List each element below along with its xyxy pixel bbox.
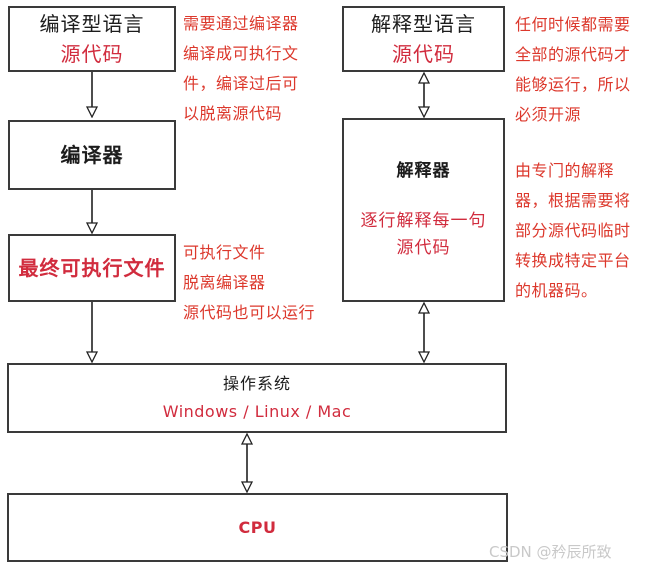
interpreted-language-source-box: 解释型语言 源代码	[342, 6, 505, 72]
box-title: 编译型语言	[39, 12, 145, 36]
compiled-language-source-box: 编译型语言 源代码	[8, 6, 176, 72]
arrow-compiler-to-executable-icon	[85, 190, 99, 234]
compiler-box: 编译器	[8, 120, 176, 190]
box-title: 操作系统	[222, 374, 291, 393]
arrow-interpreted-source-interpreter-double-icon	[417, 72, 431, 118]
box-title: CPU	[238, 517, 277, 537]
interpreted-source-note: 任何时候都需要 全部的源代码才 能够运行，所以 必须开源	[515, 15, 631, 124]
box-title: 解释型语言	[371, 12, 476, 36]
arrow-interpreter-os-double-icon	[417, 302, 431, 363]
cpu-box: CPU	[7, 493, 508, 562]
arrow-source-to-compiler-icon	[85, 72, 99, 118]
box-subtitle: Windows / Linux / Mac	[162, 402, 352, 421]
csdn-watermark: CSDN @矜辰所致	[489, 543, 612, 561]
operating-system-box: 操作系统 Windows / Linux / Mac	[7, 363, 507, 433]
arrow-executable-to-os-icon	[85, 302, 99, 363]
executable-note: 可执行文件 脱离编译器 源代码也可以运行	[183, 243, 316, 322]
interpreter-box: 解释器 逐行解释每一句 源代码	[342, 118, 505, 302]
box-subtitle: 源代码	[60, 42, 124, 66]
box-subtitle: 源代码	[392, 42, 455, 66]
arrow-os-cpu-double-icon	[240, 433, 254, 493]
interpreter-note: 由专门的解释 器，根据需要将 部分源代码临时 转换成特定平台 的机器码。	[515, 161, 631, 300]
final-executable-box: 最终可执行文件	[8, 234, 176, 302]
box-title: 编译器	[60, 143, 124, 167]
compiled-source-note: 需要通过编译器 编译成可执行文 件，编译过后可 以脱离源代码	[183, 14, 299, 123]
box-subtitle: 逐行解释每一句 源代码	[360, 211, 487, 258]
box-title: 解释器	[396, 161, 451, 181]
box-title: 最终可执行文件	[18, 256, 166, 280]
